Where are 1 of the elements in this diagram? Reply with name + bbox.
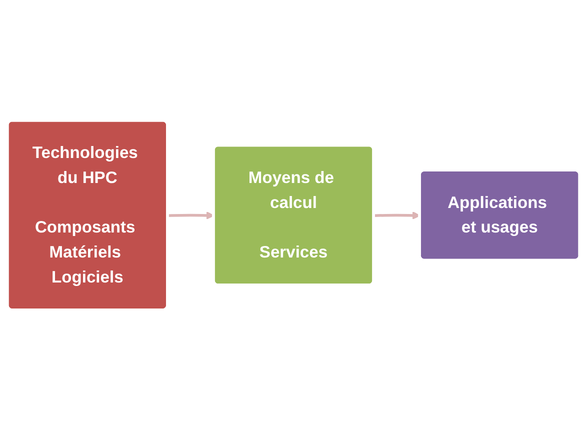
- arrow: [374, 211, 420, 220]
